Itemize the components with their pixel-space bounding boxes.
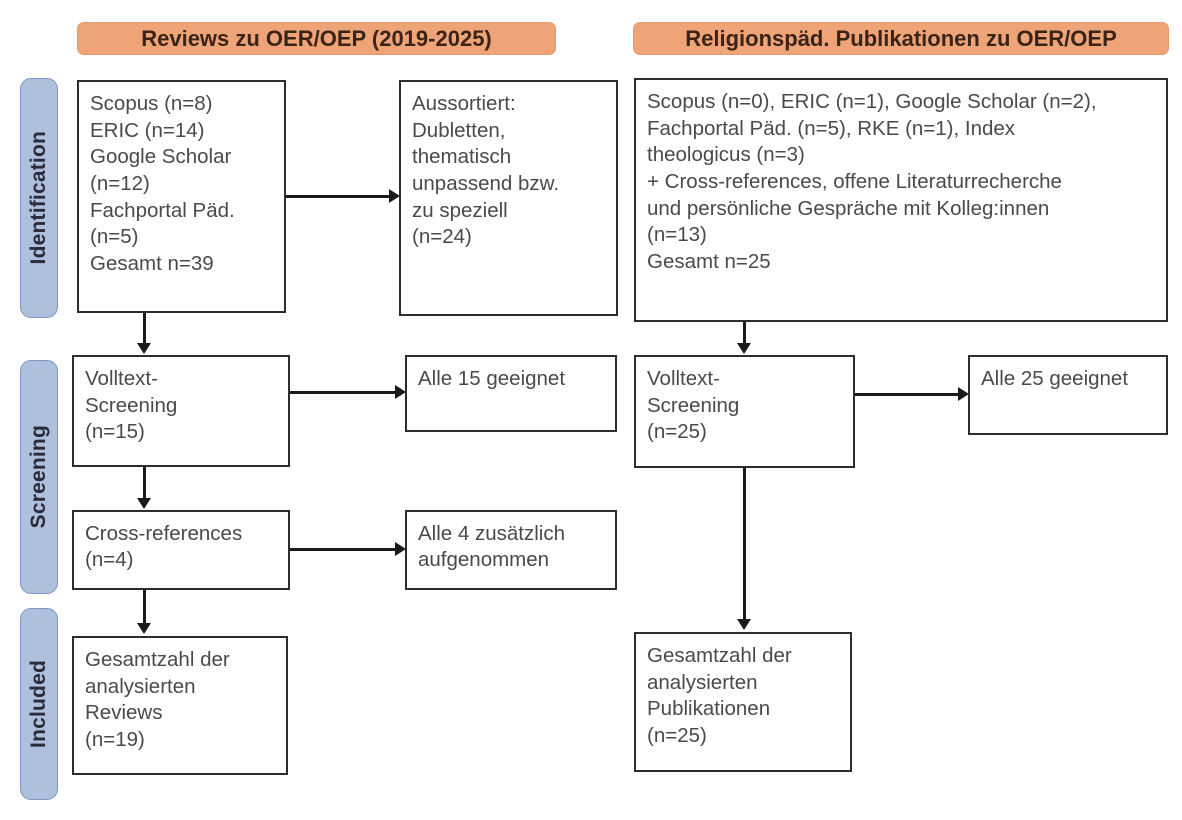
arrow-left-screening-to-crossref	[137, 498, 151, 509]
connector-left-crossref-to-result	[290, 548, 396, 551]
stage-pill-screening: Screening	[20, 360, 58, 594]
box-left-cross-references: Cross-references (n=4)	[72, 510, 290, 590]
connector-right-screening-to-included	[743, 468, 746, 620]
stage-label-identification: Identification	[27, 131, 50, 265]
arrow-left-sources-to-excluded	[389, 189, 400, 203]
box-left-excluded: Aussortiert: Dubletten, thematisch unpas…	[399, 80, 618, 316]
connector-left-crossref-to-included	[143, 590, 146, 625]
arrow-right-screening-to-included	[737, 619, 751, 630]
box-left-included-total: Gesamtzahl der analysierten Reviews (n=1…	[72, 636, 288, 775]
box-right-identification-sources: Scopus (n=0), ERIC (n=1), Google Scholar…	[634, 78, 1168, 322]
box-right-fulltext-screening: Volltext- Screening (n=25)	[634, 355, 855, 468]
stage-label-included: Included	[27, 660, 50, 748]
arrow-left-sources-to-screening	[137, 343, 151, 354]
connector-right-screening-to-result	[855, 393, 959, 396]
stage-label-screening: Screening	[27, 425, 50, 529]
stage-pill-identification: Identification	[20, 78, 58, 318]
connector-left-sources-to-screening	[143, 313, 146, 345]
column-header-reviews: Reviews zu OER/OEP (2019-2025)	[77, 22, 556, 55]
connector-left-screening-to-result	[290, 391, 396, 394]
box-left-fulltext-screening: Volltext- Screening (n=15)	[72, 355, 290, 467]
arrow-left-screening-to-result	[395, 385, 406, 399]
box-left-identification-sources: Scopus (n=8) ERIC (n=14) Google Scholar …	[77, 80, 286, 313]
arrow-left-crossref-to-included	[137, 623, 151, 634]
box-right-fulltext-result: Alle 25 geeignet	[968, 355, 1168, 435]
connector-left-screening-to-crossref	[143, 467, 146, 500]
arrow-left-crossref-to-result	[395, 542, 406, 556]
arrow-right-screening-to-result	[958, 387, 969, 401]
connector-left-sources-to-excluded	[286, 195, 390, 198]
box-right-included-total: Gesamtzahl der analysierten Publikatione…	[634, 632, 852, 772]
connector-right-sources-to-screening	[743, 322, 746, 345]
column-header-religionspaed: Religionspäd. Publikationen zu OER/OEP	[633, 22, 1169, 55]
stage-pill-included: Included	[20, 608, 58, 800]
box-left-cross-result: Alle 4 zusätzlich aufgenommen	[405, 510, 617, 590]
arrow-right-sources-to-screening	[737, 343, 751, 354]
box-left-fulltext-result: Alle 15 geeignet	[405, 355, 617, 432]
